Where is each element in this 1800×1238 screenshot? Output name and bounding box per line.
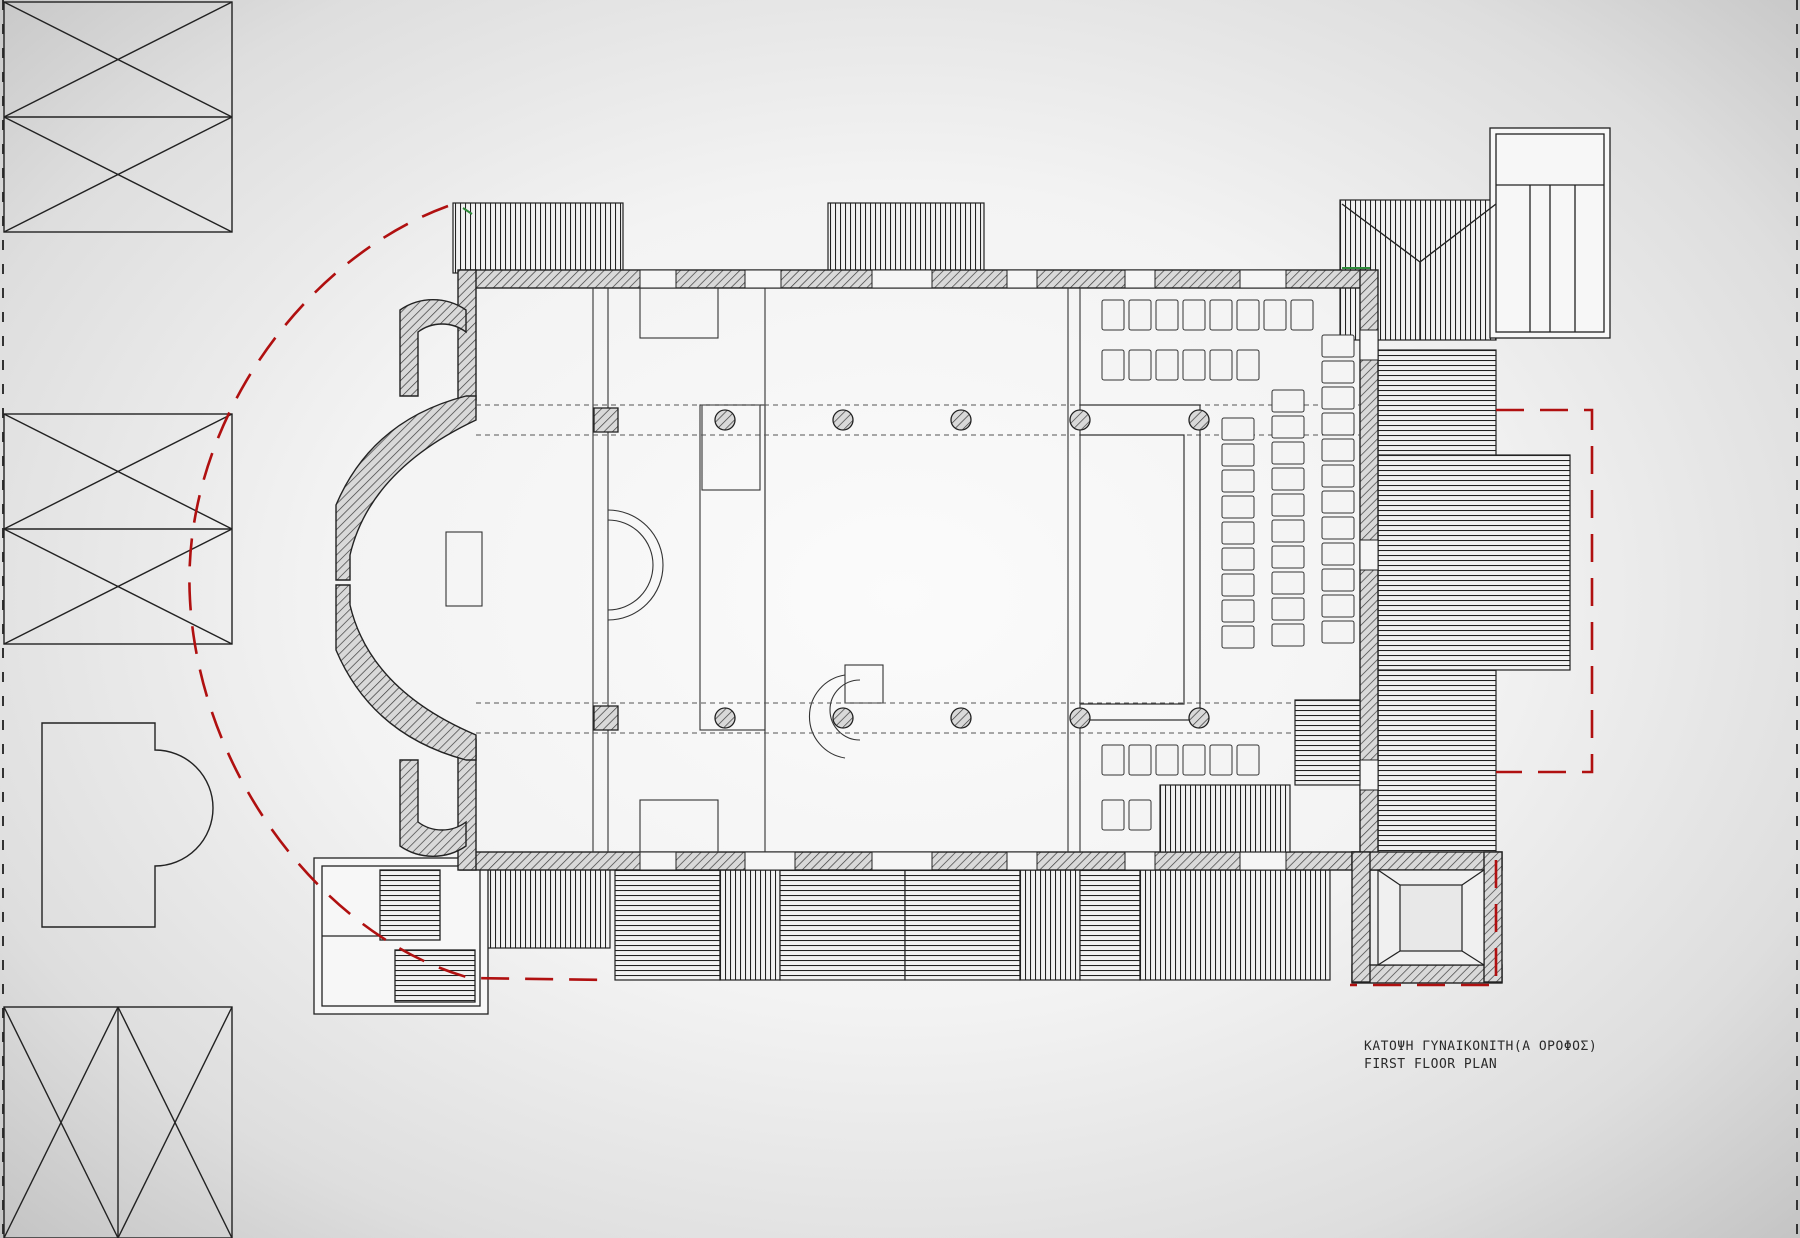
seat bbox=[1101, 299, 1125, 331]
seat bbox=[1155, 299, 1179, 331]
seat bbox=[1236, 299, 1260, 331]
hatched-circle-icon bbox=[1069, 409, 1091, 431]
hatched-circle-icon bbox=[1069, 707, 1091, 729]
hatched-circle-icon bbox=[1188, 707, 1210, 729]
hatched-circle-icon bbox=[832, 707, 854, 729]
seat bbox=[1221, 469, 1255, 493]
interior-stair bbox=[1159, 699, 1361, 853]
seat bbox=[1221, 573, 1255, 597]
crossed-rectangle-icon bbox=[3, 1006, 233, 1238]
seat bbox=[1321, 568, 1355, 592]
seat bbox=[1271, 623, 1305, 647]
seat bbox=[1221, 521, 1255, 545]
hatched-square-pier bbox=[593, 407, 619, 433]
key-plan-thumbnails bbox=[3, 1, 233, 1238]
title-greek: ΚΑΤΟΨΗ ΓΥΝΑΙΚΟΝΙΤΗ(Α ΟΡΟΦΟΣ) bbox=[1364, 1039, 1598, 1054]
hatched-circle-icon bbox=[714, 409, 736, 431]
seat bbox=[1236, 349, 1260, 381]
seat bbox=[1128, 349, 1152, 381]
seat bbox=[1182, 299, 1206, 331]
corner-roof bbox=[1341, 203, 1497, 340]
interior-layout bbox=[445, 287, 1081, 853]
seat bbox=[1221, 599, 1255, 623]
green-accents bbox=[462, 207, 1370, 269]
seat bbox=[1271, 493, 1305, 517]
seat bbox=[1128, 799, 1152, 831]
seat bbox=[1221, 443, 1255, 467]
seat bbox=[1221, 547, 1255, 571]
crossed-rectangle-icon bbox=[3, 413, 233, 645]
seat bbox=[1321, 334, 1355, 358]
hatched-circle-icon bbox=[832, 409, 854, 431]
seat bbox=[1271, 389, 1305, 413]
seat bbox=[1209, 349, 1233, 381]
apse-outline bbox=[41, 722, 214, 928]
gallery-seating bbox=[1101, 299, 1355, 831]
seat bbox=[1182, 744, 1206, 776]
seat bbox=[1321, 490, 1355, 514]
seat bbox=[1321, 386, 1355, 410]
seat bbox=[1221, 417, 1255, 441]
hatched-circle-icon bbox=[714, 707, 736, 729]
red-dashed-outline bbox=[188, 204, 1594, 987]
drawing-title: ΚΑΤΟΨΗ ΓΥΝΑΙΚΟΝΙΤΗ(Α ΟΡΟΦΟΣ) FIRST FLOOR… bbox=[1364, 1038, 1597, 1074]
seat bbox=[1236, 744, 1260, 776]
hatched-circle-icon bbox=[1188, 409, 1210, 431]
seat bbox=[1271, 597, 1305, 621]
seat bbox=[1321, 516, 1355, 540]
seat bbox=[1155, 349, 1179, 381]
seat bbox=[1321, 412, 1355, 436]
seat bbox=[1209, 299, 1233, 331]
wall-openings bbox=[639, 269, 1379, 871]
seat bbox=[1290, 299, 1314, 331]
stair-top-right bbox=[1489, 127, 1611, 339]
hatched-circle-icon bbox=[950, 409, 972, 431]
seat bbox=[1321, 542, 1355, 566]
seat bbox=[1101, 799, 1125, 831]
stair-bottom-left bbox=[313, 857, 489, 1015]
seat bbox=[1155, 744, 1179, 776]
seat bbox=[1271, 519, 1305, 543]
seat bbox=[1221, 625, 1255, 649]
seat bbox=[1321, 464, 1355, 488]
seat bbox=[1101, 744, 1125, 776]
seat bbox=[1271, 467, 1305, 491]
hatched-circle-icon bbox=[950, 707, 972, 729]
seat bbox=[1209, 744, 1233, 776]
bell-tower bbox=[1377, 869, 1485, 966]
gallery-railing bbox=[1080, 404, 1201, 721]
seat bbox=[1321, 594, 1355, 618]
seat bbox=[1271, 545, 1305, 569]
columns bbox=[593, 407, 1210, 731]
seat bbox=[1128, 299, 1152, 331]
crossed-rectangle-icon bbox=[3, 1, 233, 233]
seat bbox=[1182, 349, 1206, 381]
hatched-square-pier bbox=[593, 705, 619, 731]
seat bbox=[1271, 441, 1305, 465]
seat bbox=[1271, 415, 1305, 439]
seat bbox=[1321, 438, 1355, 462]
gridlines bbox=[476, 404, 1360, 734]
seat bbox=[1271, 571, 1305, 595]
seat bbox=[1101, 349, 1125, 381]
seat bbox=[1321, 620, 1355, 644]
seat bbox=[1221, 495, 1255, 519]
seat bbox=[1263, 299, 1287, 331]
seat bbox=[1128, 744, 1152, 776]
seat bbox=[1321, 360, 1355, 384]
title-english: FIRST FLOOR PLAN bbox=[1364, 1057, 1498, 1072]
